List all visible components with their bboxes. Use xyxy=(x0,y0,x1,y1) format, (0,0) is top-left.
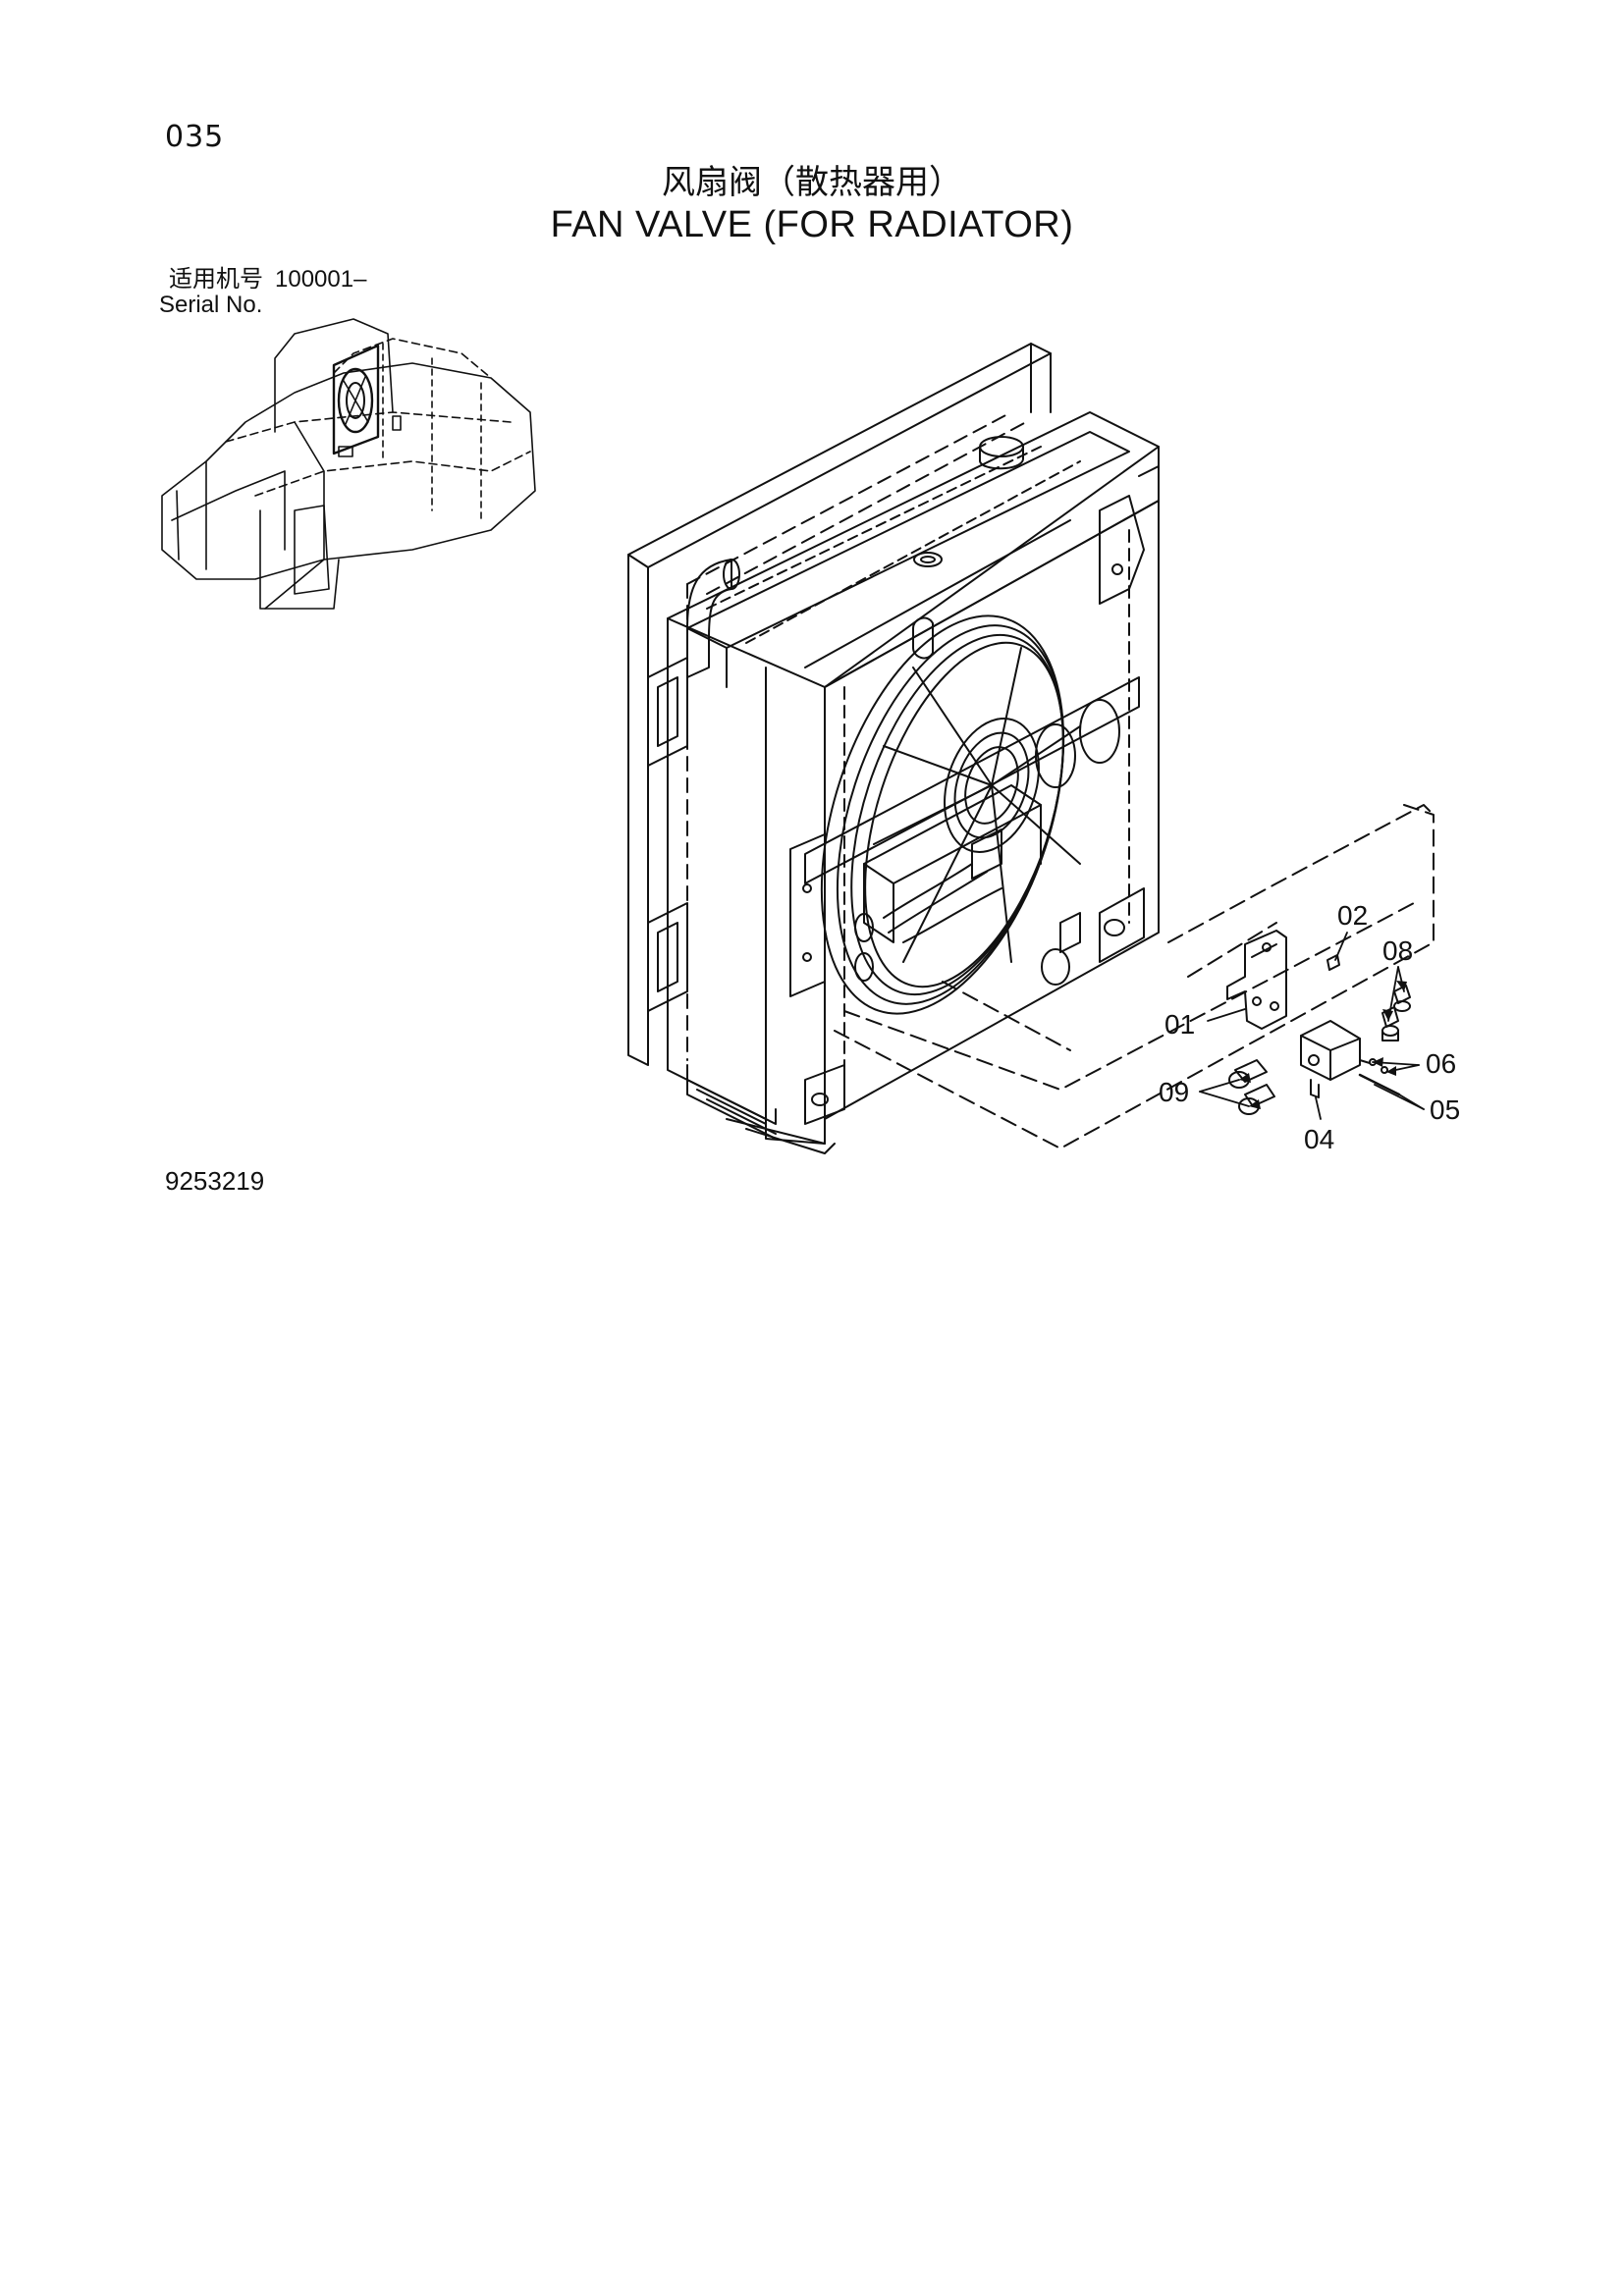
drawing-id: 9253219 xyxy=(165,1166,265,1196)
title-chinese: 风扇阀（散热器用） xyxy=(662,163,962,202)
page-number: 035 xyxy=(165,120,225,154)
serial-label-cn: 适用机号 xyxy=(169,266,263,293)
serial-number: 100001– xyxy=(275,266,367,293)
title-english: FAN VALVE (FOR RADIATOR) xyxy=(550,204,1074,245)
machine-overview-illustration xyxy=(161,318,536,610)
serial-label-en: Serial No. xyxy=(159,292,263,318)
callout-05: 05 xyxy=(1430,1095,1460,1125)
callout-labels: 01 02 04 05 06 08 09 xyxy=(1159,900,1460,1154)
callout-02: 02 xyxy=(1337,900,1368,931)
callout-04: 04 xyxy=(1304,1124,1334,1154)
callout-08: 08 xyxy=(1382,935,1413,966)
callout-06: 06 xyxy=(1426,1048,1456,1079)
radiator-assembly xyxy=(627,343,1435,1154)
callout-09: 09 xyxy=(1159,1077,1189,1107)
serial-block: 适用机号 100001– Serial No. xyxy=(159,267,366,318)
arrowheads xyxy=(1239,981,1407,1109)
callout-01: 01 xyxy=(1164,1009,1195,1040)
